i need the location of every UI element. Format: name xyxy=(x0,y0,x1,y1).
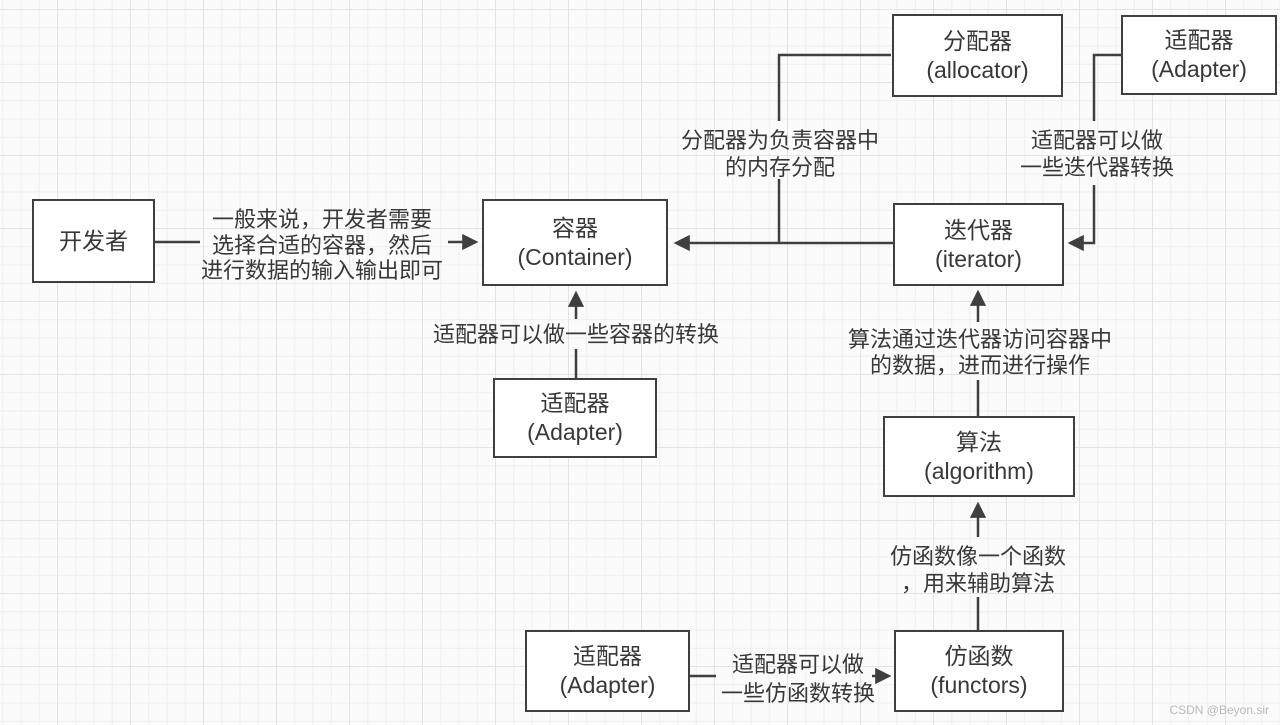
node-developer: 开发者 xyxy=(32,199,155,283)
csdn-watermark: CSDN @Beyon.sir xyxy=(1169,703,1269,717)
node-functors-label-zh: 仿函数 xyxy=(944,643,1014,669)
note-adapter-iterator: 适配器可以做 一些迭代器转换 xyxy=(1019,128,1174,180)
connector-adaptertop-down-upper xyxy=(1092,53,1121,121)
node-algorithm: 算法 (algorithm) xyxy=(883,416,1075,497)
node-allocator-label-zh: 分配器 xyxy=(943,27,1012,54)
node-iterator: 迭代器 (iterator) xyxy=(893,203,1064,286)
note-allocator: 分配器为负责容器中 的内存分配 xyxy=(680,128,879,180)
note-developer-to-container: 一般来说，开发者需要 选择合适的容器，然后 进行数据的输入输出即可 xyxy=(200,207,443,283)
node-adapter-top-label-en: (Adapter) xyxy=(1151,56,1247,82)
node-adapter-top: 适配器 (Adapter) xyxy=(1121,15,1277,95)
node-adapter-bottom: 适配器 (Adapter) xyxy=(525,630,690,712)
node-adapter-mid-label-en: (Adapter) xyxy=(527,419,623,445)
note-functor-algorithm: 仿函数像一个函数 ，用来辅助算法 xyxy=(889,544,1066,596)
connector-adaptertop-to-iterator-arrow xyxy=(1067,185,1096,252)
node-iterator-label-en: (iterator) xyxy=(935,245,1022,272)
node-adapter-mid-label-zh: 适配器 xyxy=(540,390,610,416)
node-container-label-en: (Container) xyxy=(517,243,633,270)
note-adapter-functor: 适配器可以做 一些仿函数转换 xyxy=(720,652,875,706)
node-algorithm-label-en: (algorithm) xyxy=(924,457,1034,484)
node-functors-label-en: (functors) xyxy=(930,672,1028,698)
node-functors: 仿函数 (functors) xyxy=(894,630,1064,712)
node-allocator: 分配器 (allocator) xyxy=(892,14,1063,97)
node-adapter-top-label-zh: 适配器 xyxy=(1164,27,1234,53)
note-algorithm-iterator: 算法通过迭代器访问容器中 的数据，进而进行操作 xyxy=(847,327,1112,378)
node-container: 容器 (Container) xyxy=(482,199,668,286)
connector-allocator-down-upper xyxy=(777,53,891,121)
node-adapter-mid: 适配器 (Adapter) xyxy=(493,378,657,458)
node-adapter-bottom-label-en: (Adapter) xyxy=(559,672,656,698)
node-allocator-label-en: (allocator) xyxy=(926,56,1029,83)
node-algorithm-label-zh: 算法 xyxy=(956,428,1002,455)
node-container-label-zh: 容器 xyxy=(552,214,598,241)
node-adapter-bottom-label-zh: 适配器 xyxy=(573,643,642,669)
node-iterator-label-zh: 迭代器 xyxy=(944,216,1013,243)
node-developer-label-zh: 开发者 xyxy=(59,227,128,254)
note-adapter-container: 适配器可以做一些容器的转换 xyxy=(432,322,719,347)
